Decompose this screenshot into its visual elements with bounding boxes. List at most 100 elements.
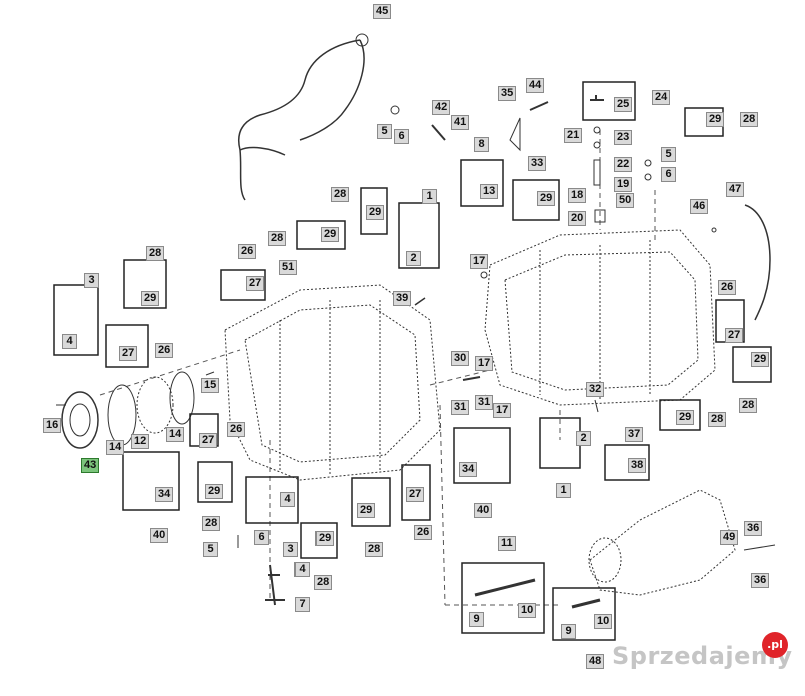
part-label-27: 27 [119, 346, 138, 361]
part-label-27: 27 [199, 433, 218, 448]
part-label-6: 6 [394, 129, 409, 144]
part-label-25: 25 [614, 97, 633, 112]
part-label-28: 28 [268, 231, 287, 246]
part-label-28: 28 [365, 542, 384, 557]
part-label-34: 34 [155, 487, 174, 502]
part-label-29: 29 [366, 205, 385, 220]
part-label-28: 28 [739, 398, 758, 413]
group-box-29-e [197, 461, 233, 503]
group-box-26-b [401, 464, 431, 521]
pin-11 [474, 578, 536, 597]
part-label-29: 29 [706, 112, 725, 127]
group-box-1-b [539, 417, 581, 469]
group-box-29-g [300, 522, 338, 559]
group-box-29-b [296, 220, 346, 250]
part-label-48: 48 [586, 654, 605, 669]
part-label-29: 29 [676, 410, 695, 425]
part-label-4: 4 [295, 562, 310, 577]
group-box-3 [53, 284, 99, 356]
part-label-14: 14 [106, 440, 125, 455]
part-label-1: 1 [556, 483, 571, 498]
part-label-28: 28 [146, 246, 165, 261]
part-label-29: 29 [141, 291, 160, 306]
part-label-4: 4 [280, 492, 295, 507]
part-label-50: 50 [616, 193, 635, 208]
part-label-27: 27 [406, 487, 425, 502]
part-label-20: 20 [568, 211, 587, 226]
group-box-11 [461, 562, 545, 634]
part-label-6: 6 [661, 167, 676, 182]
part-label-17: 17 [470, 254, 489, 269]
part-label-44: 44 [526, 78, 545, 93]
part-label-36: 36 [751, 573, 770, 588]
part-label-28: 28 [202, 516, 221, 531]
part-label-16: 16 [43, 418, 62, 433]
part-label-2: 2 [576, 431, 591, 446]
breather-tube [744, 204, 771, 321]
group-box-33 [512, 179, 560, 221]
part-label-24: 24 [652, 90, 671, 105]
group-box-27-a [220, 269, 266, 301]
part-label-43: 43 [81, 458, 100, 473]
part-label-5: 5 [661, 147, 676, 162]
part-label-14: 14 [166, 427, 185, 442]
part-label-15: 15 [201, 378, 220, 393]
part-label-37: 37 [625, 427, 644, 442]
group-box-27-b [105, 324, 149, 368]
group-box-48 [552, 587, 616, 641]
group-box-8 [460, 159, 504, 207]
part-label-8: 8 [474, 137, 489, 152]
part-label-2: 2 [406, 251, 421, 266]
part-label-28: 28 [740, 112, 759, 127]
part-label-51: 51 [279, 260, 298, 275]
part-label-12: 12 [131, 434, 150, 449]
part-label-33: 33 [528, 156, 547, 171]
group-box-24 [582, 81, 636, 121]
part-label-30: 30 [451, 351, 470, 366]
pin-48 [571, 598, 601, 609]
part-label-9: 9 [561, 624, 576, 639]
part-label-45: 45 [373, 4, 392, 19]
part-label-10: 10 [594, 614, 613, 629]
part-label-13: 13 [480, 184, 499, 199]
part-label-47: 47 [726, 182, 745, 197]
wiring-harness [238, 39, 365, 201]
part-label-28: 28 [314, 575, 333, 590]
part-label-27: 27 [246, 276, 265, 291]
group-box-3-b [245, 476, 299, 524]
part-label-32: 32 [586, 382, 605, 397]
part-label-35: 35 [498, 86, 517, 101]
group-box-40-b [122, 451, 180, 511]
part-label-31: 31 [475, 395, 494, 410]
axle-housing [589, 489, 736, 596]
output-shaft [265, 564, 285, 606]
part-label-26: 26 [718, 280, 737, 295]
part-label-11: 11 [498, 536, 516, 551]
group-box-1 [398, 202, 440, 269]
part-label-19: 19 [614, 177, 633, 192]
part-label-17: 17 [493, 403, 512, 418]
part-label-27: 27 [725, 328, 744, 343]
part-label-17: 17 [475, 356, 494, 371]
part-label-31: 31 [451, 400, 470, 415]
group-box-40-a [453, 427, 511, 484]
part-label-7: 7 [295, 597, 310, 612]
harness-connector [355, 33, 369, 47]
part-label-40: 40 [150, 528, 169, 543]
part-label-29: 29 [205, 484, 224, 499]
group-box-28-b [123, 259, 167, 309]
part-label-28: 28 [331, 187, 350, 202]
part-label-40: 40 [474, 503, 493, 518]
part-label-10: 10 [518, 603, 537, 618]
part-label-49: 49 [720, 530, 739, 545]
front-housing [224, 284, 441, 481]
part-label-9: 9 [469, 612, 484, 627]
part-label-39: 39 [393, 291, 412, 306]
part-label-26: 26 [227, 422, 246, 437]
group-box-29-a [360, 187, 388, 235]
part-label-29: 29 [537, 191, 556, 206]
part-label-34: 34 [459, 462, 478, 477]
part-label-41: 41 [451, 115, 470, 130]
part-label-29: 29 [357, 503, 376, 518]
part-label-38: 38 [628, 458, 647, 473]
